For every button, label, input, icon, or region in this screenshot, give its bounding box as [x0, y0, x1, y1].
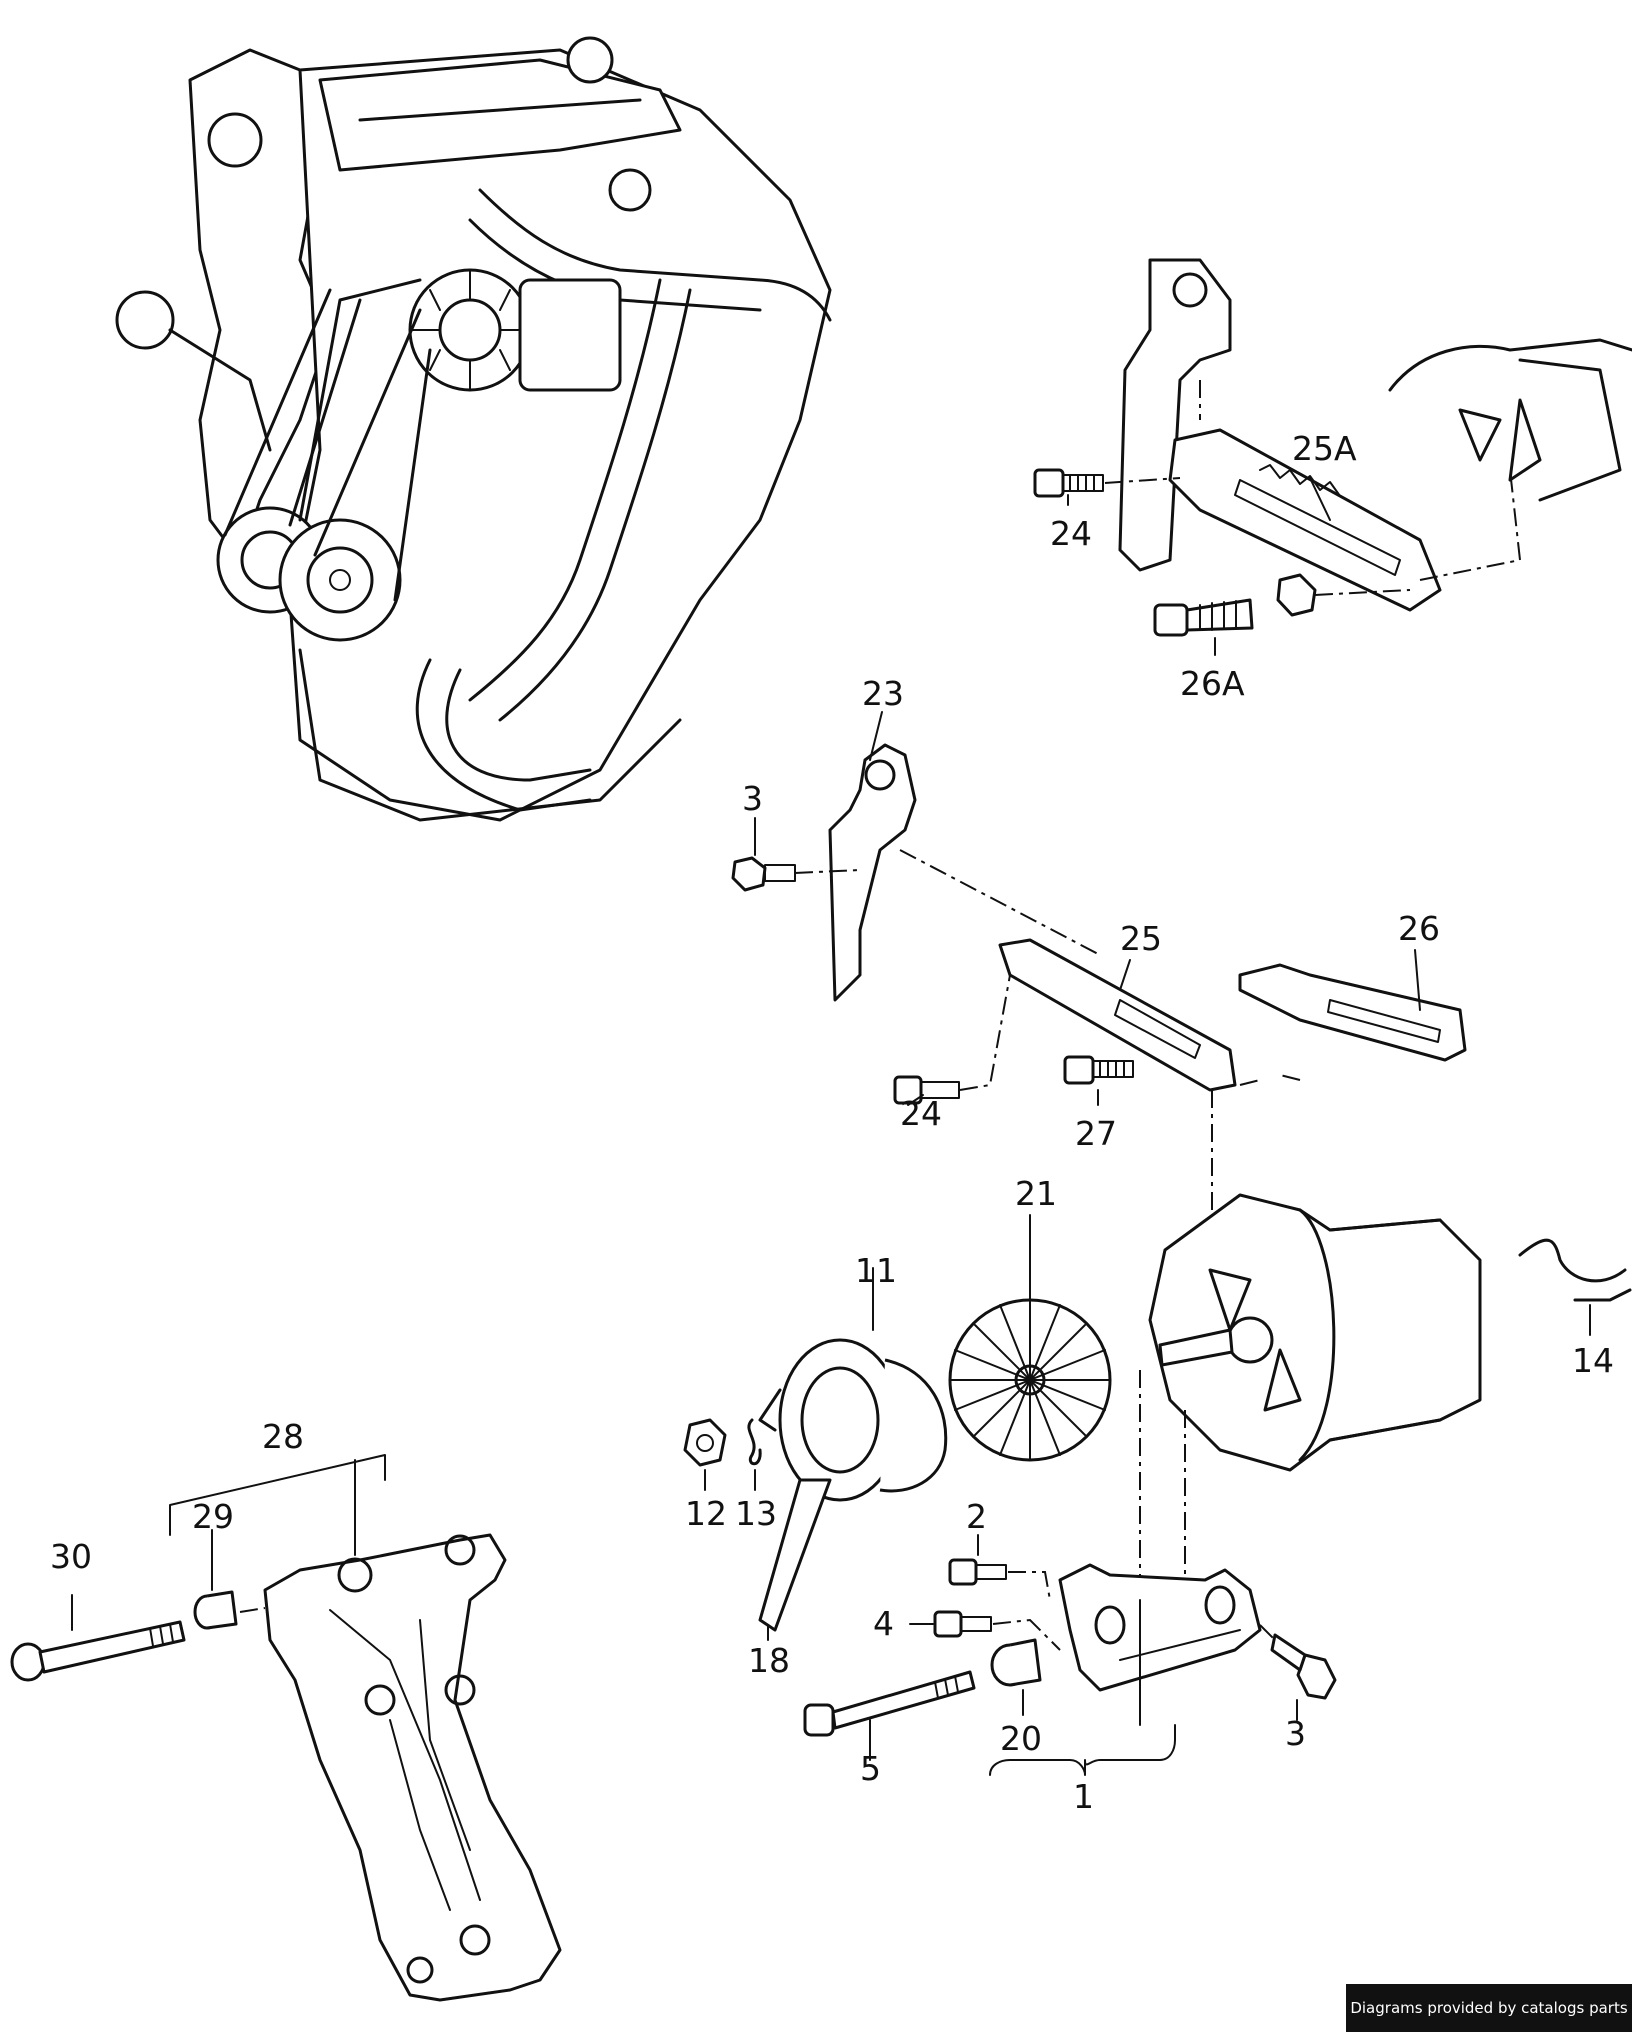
callout-26a: 26A	[1180, 664, 1245, 703]
callout-labels: 24 26A 25A 23 3 24 25 26 27 21 11 14 12 …	[50, 429, 1614, 1816]
callout-18: 18	[748, 1641, 790, 1680]
callout-3-low: 3	[1285, 1714, 1306, 1753]
credit-footer: Diagrams provided by catalogs parts	[1346, 1984, 1632, 2032]
callout-29: 29	[192, 1497, 234, 1536]
callout-24-top: 24	[1050, 514, 1092, 553]
bracket-assembly-25a	[1033, 258, 1632, 637]
callout-5: 5	[860, 1749, 881, 1788]
mounting-bracket-assembly-1	[803, 1558, 1337, 1737]
callout-1: 1	[1073, 1777, 1094, 1816]
callout-4: 4	[873, 1604, 894, 1643]
callout-21: 21	[1015, 1174, 1057, 1213]
engine-illustration	[115, 36, 832, 822]
bracket-assembly-25	[731, 743, 1467, 1225]
callout-3-mid: 3	[742, 779, 763, 818]
callout-leaders	[71, 477, 1591, 1776]
callout-23: 23	[862, 674, 904, 713]
callout-12: 12	[685, 1494, 727, 1533]
callout-25: 25	[1120, 919, 1162, 958]
callout-24-mid: 24	[900, 1094, 942, 1133]
alternator-assembly	[683, 1193, 1632, 1632]
callout-14: 14	[1572, 1341, 1614, 1380]
callout-28: 28	[262, 1417, 304, 1456]
callout-30: 30	[50, 1537, 92, 1576]
callout-27: 27	[1075, 1114, 1117, 1153]
callout-2: 2	[966, 1497, 987, 1536]
callout-20: 20	[1000, 1719, 1042, 1758]
mounting-bracket-assembly-28	[10, 1533, 562, 2002]
callout-11: 11	[855, 1251, 897, 1290]
callout-13: 13	[735, 1494, 777, 1533]
callout-26: 26	[1398, 909, 1440, 948]
callout-25a: 25A	[1292, 429, 1357, 468]
